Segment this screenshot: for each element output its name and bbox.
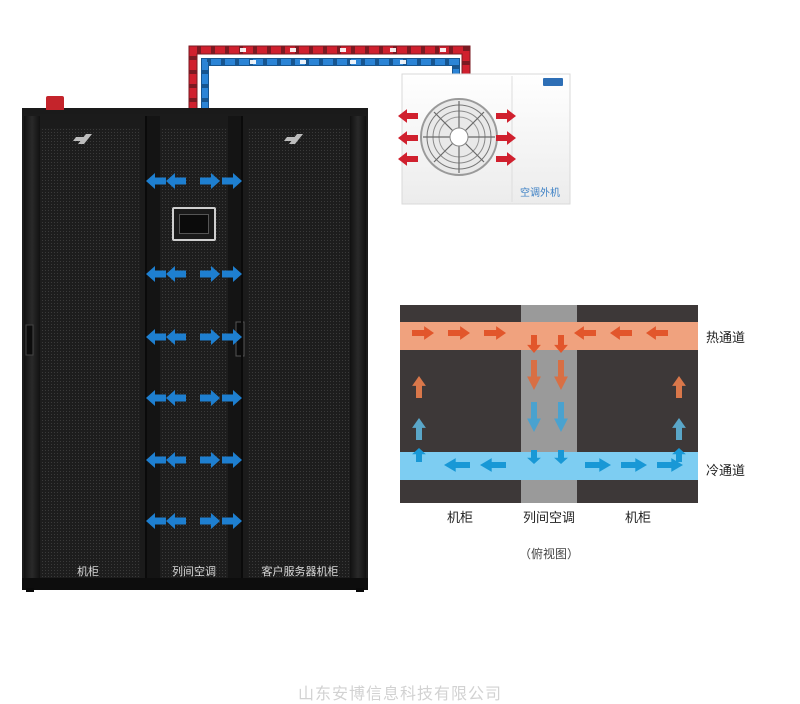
left-rack-door — [40, 128, 140, 578]
airflow-arrow-icon — [200, 389, 220, 407]
airflow-arrow-icon — [672, 448, 686, 462]
airflow-arrow-icon — [554, 402, 568, 432]
airflow-arrow-icon — [610, 326, 632, 340]
airflow-arrow-icon — [146, 265, 166, 283]
fan-icon — [420, 98, 498, 176]
airflow-arrow-icon — [554, 335, 568, 353]
airflow-arrow-icon — [200, 265, 220, 283]
rack-right-label: 客户服务器机柜 — [261, 565, 339, 578]
outdoor-unit-label: 空调外机 — [520, 188, 560, 199]
airflow-arrow-icon — [480, 458, 506, 472]
brand-badge — [543, 78, 563, 86]
airflow-arrow-icon — [398, 131, 418, 145]
airflow-arrow-icon — [554, 450, 568, 464]
airflow-arrow-icon — [527, 402, 541, 432]
airflow-arrow-icon — [496, 131, 516, 145]
airflow-arrow-icon — [146, 451, 166, 469]
airflow-arrow-icon — [527, 335, 541, 353]
airflow-arrow-icon — [672, 376, 686, 398]
airflow-arrow-icon — [166, 265, 186, 283]
display-panel — [172, 207, 216, 241]
airflow-arrow-icon — [398, 109, 418, 123]
right-rack-door — [248, 128, 350, 578]
airflow-arrow-icon — [200, 172, 220, 190]
rack-airflow-arrows — [146, 172, 242, 530]
airflow-arrow-icon — [222, 265, 242, 283]
airflow-arrow-icon — [200, 328, 220, 346]
airflow-arrow-icon — [146, 328, 166, 346]
rack-brand-logo-icon — [73, 134, 303, 144]
airflow-arrow-icon — [484, 326, 506, 340]
airflow-arrow-icon — [412, 418, 426, 440]
rack-top-shelf — [22, 108, 368, 116]
outdoor-exhaust-arrows — [398, 109, 516, 166]
cold-aisle-label: 冷通道 — [706, 464, 746, 479]
airflow-arrow-icon — [585, 458, 611, 472]
airflow-arrow-icon — [222, 172, 242, 190]
airflow-arrow-icon — [527, 360, 541, 390]
airflow-arrow-icon — [146, 389, 166, 407]
airflow-arrow-icon — [621, 458, 647, 472]
airflow-arrow-icon — [222, 328, 242, 346]
airflow-arrow-icon — [200, 451, 220, 469]
airflow-arrow-icon — [448, 326, 470, 340]
company-watermark: 山东安博信息科技有限公司 — [297, 684, 503, 703]
cold-aisle-band — [400, 452, 698, 480]
plan-airflow-arrows — [412, 326, 686, 472]
hot-aisle-label: 热通道 — [706, 331, 746, 346]
airflow-arrow-icon — [166, 451, 186, 469]
rack-left-label: 机柜 — [77, 565, 99, 578]
airflow-arrow-icon — [146, 172, 166, 190]
airflow-arrow-icon — [496, 109, 516, 123]
plan-center-label: 列间空调 — [522, 511, 576, 526]
airflow-arrow-icon — [672, 418, 686, 440]
top-view-plan — [400, 305, 698, 503]
airflow-arrow-icon — [166, 172, 186, 190]
top-view-caption: （俯视图） — [518, 547, 580, 561]
alarm-light — [46, 96, 64, 110]
plan-left-label: 机柜 — [446, 511, 474, 526]
plan-right-label: 机柜 — [624, 511, 652, 526]
airflow-arrow-icon — [146, 512, 166, 530]
airflow-arrow-icon — [574, 326, 596, 340]
airflow-arrow-icon — [444, 458, 470, 472]
rack-base — [22, 578, 368, 590]
rack-assembly — [22, 108, 368, 592]
airflow-arrow-icon — [166, 328, 186, 346]
airflow-arrow-icon — [166, 389, 186, 407]
airflow-arrow-icon — [496, 152, 516, 166]
airflow-arrow-icon — [527, 450, 541, 464]
airflow-arrow-icon — [412, 326, 434, 340]
center-ac-door — [160, 128, 228, 578]
airflow-arrow-icon — [398, 152, 418, 166]
cold-pipe — [202, 59, 459, 112]
airflow-arrow-icon — [554, 360, 568, 390]
airflow-arrow-icon — [166, 512, 186, 530]
left-rack-handle — [25, 324, 34, 356]
airflow-arrow-icon — [222, 451, 242, 469]
airflow-arrow-icon — [222, 512, 242, 530]
airflow-arrow-icon — [412, 448, 426, 462]
airflow-arrow-icon — [222, 389, 242, 407]
refrigerant-pipes — [188, 45, 471, 112]
airflow-arrow-icon — [412, 376, 426, 398]
airflow-arrow-icon — [646, 326, 668, 340]
hot-pipe — [189, 46, 470, 112]
rack-center-label: 列间空调 — [172, 565, 216, 578]
airflow-arrow-icon — [200, 512, 220, 530]
